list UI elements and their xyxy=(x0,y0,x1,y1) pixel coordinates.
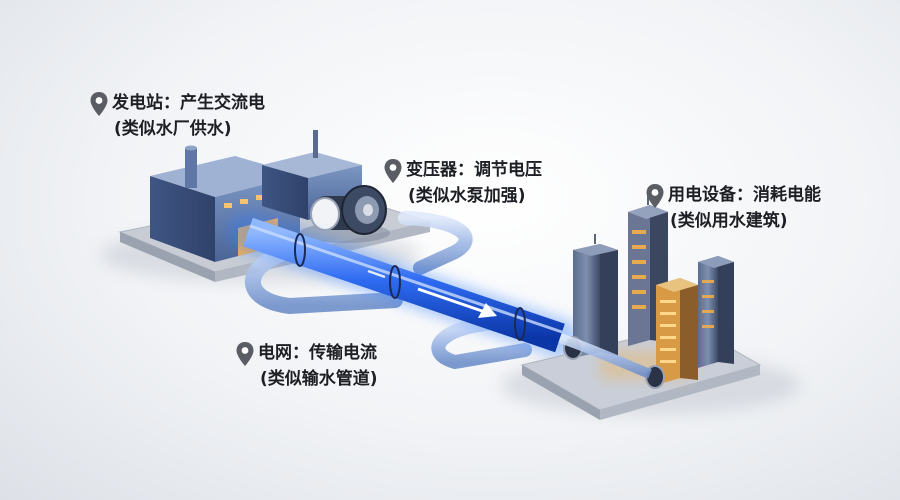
location-pin-icon xyxy=(236,342,254,366)
transformer-title: 变压器：调节电压 xyxy=(406,160,542,180)
power-station-platform-edge xyxy=(120,232,215,282)
transformer-pump xyxy=(300,185,390,243)
consumer-city xyxy=(520,190,762,420)
location-pin-icon xyxy=(384,159,402,183)
turbine-hall-front xyxy=(262,165,308,220)
flow-streak xyxy=(367,269,386,279)
city-platform-edge xyxy=(600,365,760,420)
consumer-analogy: (类似用水建筑) xyxy=(670,211,788,231)
location-pin-icon xyxy=(90,92,108,116)
chimney-top xyxy=(185,145,197,151)
pipe-highlight xyxy=(249,224,563,334)
callout-consumer: 用电设备：消耗电能 (类似用水建筑) xyxy=(646,182,821,234)
grid-title: 电网：传输电流 xyxy=(258,343,377,363)
flow-arrow-icon xyxy=(417,287,497,318)
location-pin-icon xyxy=(646,184,664,208)
pump-intake xyxy=(310,197,340,231)
pipe-loop-top xyxy=(398,211,473,275)
consumer-title: 用电设备：消耗电能 xyxy=(668,185,821,205)
skyscraper xyxy=(656,278,698,385)
pump-hub xyxy=(363,204,373,216)
callout-transformer: 变压器：调节电压 (类似水泵加强) xyxy=(384,157,542,209)
power-station-chimney xyxy=(185,148,197,188)
power-station-front xyxy=(150,176,215,262)
callout-power-station: 发电站：产生交流电 (类似水厂供水) xyxy=(90,90,265,142)
pipe-main xyxy=(243,217,565,353)
pipe-rings xyxy=(294,233,526,341)
city-platform-edge xyxy=(522,365,600,420)
transmission-pipe xyxy=(228,212,580,358)
skyscraper xyxy=(698,256,734,368)
power-station-analogy: (类似水厂供水) xyxy=(114,119,232,139)
turbine-hall-stack xyxy=(313,130,318,158)
power-station-title: 发电站：产生交流电 xyxy=(112,93,265,113)
grid-analogy: (类似输水管道) xyxy=(260,369,378,389)
turbine-hall-roof xyxy=(262,152,362,178)
transformer-analogy: (类似水泵加强) xyxy=(408,186,526,206)
pipe-branch xyxy=(558,333,652,379)
skyscraper xyxy=(573,234,618,358)
callout-grid: 电网：传输电流 (类似输水管道) xyxy=(236,340,378,392)
